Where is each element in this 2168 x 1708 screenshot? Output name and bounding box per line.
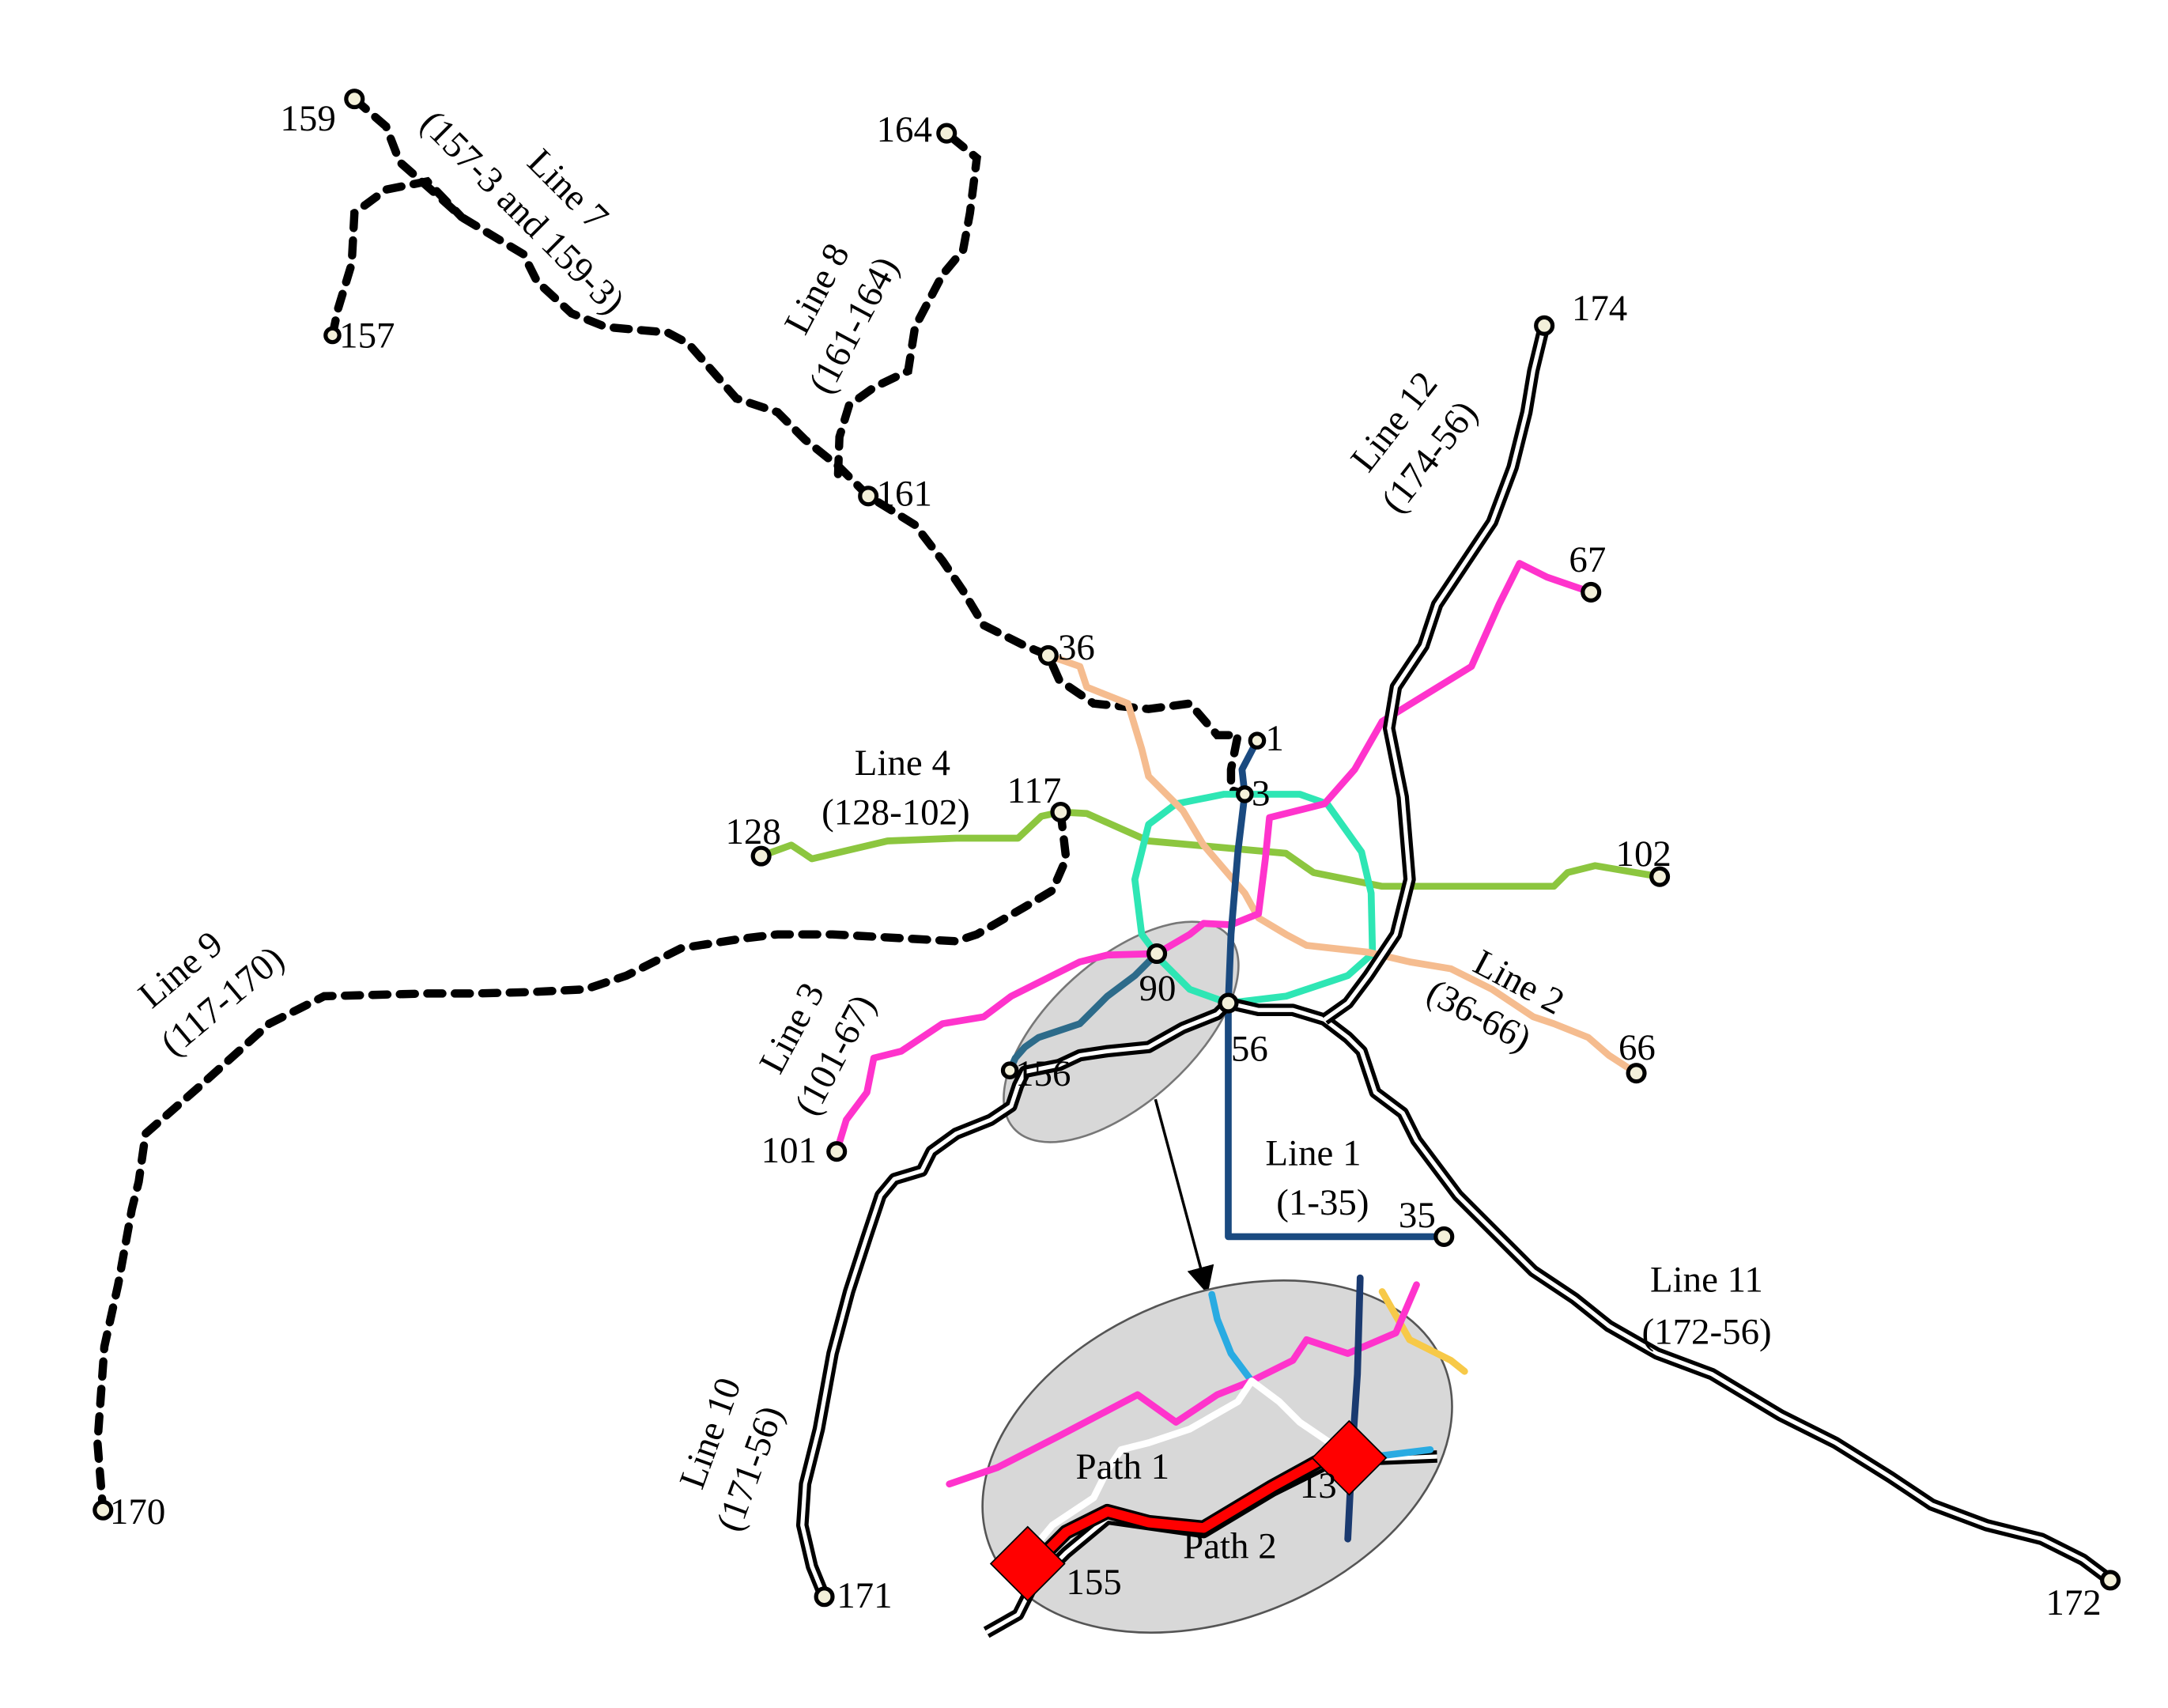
label-171: 171 xyxy=(837,1575,892,1616)
label-90: 90 xyxy=(1139,968,1177,1009)
station-155-label: 155 xyxy=(1066,1562,1121,1603)
line12-track-inner xyxy=(1323,325,1547,1022)
station-labels: 1 3 35 36 56 66 67 90 101 102 117 128 15… xyxy=(110,98,2102,1623)
detail-light-blue-line xyxy=(1208,1290,1256,1385)
line1-name: Line 1 xyxy=(1265,1133,1361,1174)
label-161: 161 xyxy=(877,473,932,514)
station-172[interactable] xyxy=(2100,1570,2121,1591)
detail-inset: Path 1 Path 2 155 13 xyxy=(946,1274,1468,1638)
label-174: 174 xyxy=(1572,288,1627,329)
label-3: 3 xyxy=(1252,773,1270,814)
line10-track-inner xyxy=(800,1001,1230,1598)
label-1: 1 xyxy=(1265,718,1283,759)
line8-track xyxy=(833,129,981,478)
label-164: 164 xyxy=(877,109,932,150)
detail-yellow-line xyxy=(1378,1288,1468,1375)
path1-route xyxy=(1028,1377,1338,1554)
label-117: 117 xyxy=(1007,770,1062,811)
line9-track xyxy=(93,807,1071,1514)
station-156[interactable] xyxy=(1000,1061,1019,1079)
label-159: 159 xyxy=(280,98,335,139)
station-66[interactable] xyxy=(1626,1063,1647,1084)
label-172: 172 xyxy=(2045,1582,2101,1623)
path1-label: Path 1 xyxy=(1076,1446,1170,1487)
station-161[interactable] xyxy=(858,486,879,507)
station-117[interactable] xyxy=(1050,801,1071,823)
station-13-marker[interactable] xyxy=(1311,1419,1388,1496)
label-128: 128 xyxy=(725,811,780,852)
station-157[interactable] xyxy=(323,326,342,345)
line-90-156-track xyxy=(1006,950,1161,1075)
detail-ellipse xyxy=(981,1279,1453,1634)
label-156: 156 xyxy=(1015,1053,1071,1094)
station-174[interactable] xyxy=(1534,315,1555,336)
line11-track-inner xyxy=(1227,1001,2112,1582)
line1-track xyxy=(1225,737,1448,1241)
station-171[interactable] xyxy=(814,1586,835,1608)
label-35: 35 xyxy=(1399,1195,1436,1236)
label-66: 66 xyxy=(1618,1027,1656,1068)
line11-range: (172-56) xyxy=(1642,1312,1772,1353)
station-155-marker[interactable] xyxy=(989,1525,1066,1602)
line4-name: Line 4 xyxy=(855,743,950,784)
label-101: 101 xyxy=(761,1130,817,1171)
line11-name: Line 11 xyxy=(1650,1259,1763,1300)
label-67: 67 xyxy=(1569,539,1606,580)
line4-range: (128-102) xyxy=(821,792,970,833)
line4-track xyxy=(757,808,1664,890)
station-170[interactable] xyxy=(93,1499,114,1521)
line1-range: (1-35) xyxy=(1276,1182,1369,1223)
station-1[interactable] xyxy=(1248,731,1267,750)
zoom-arrow xyxy=(1154,1098,1214,1294)
station-128[interactable] xyxy=(750,845,772,867)
station-164[interactable] xyxy=(936,123,957,144)
station-3[interactable] xyxy=(1236,785,1254,803)
path2-label: Path 2 xyxy=(1183,1526,1277,1567)
station-13-label: 13 xyxy=(1300,1465,1337,1506)
label-102: 102 xyxy=(1616,833,1671,875)
line2-track xyxy=(1044,652,1640,1077)
station-101[interactable] xyxy=(826,1141,848,1162)
line3-track xyxy=(833,560,1595,1155)
station-67[interactable] xyxy=(1581,581,1602,603)
station-90[interactable] xyxy=(1146,943,1168,965)
station-56[interactable] xyxy=(1218,992,1239,1014)
label-170: 170 xyxy=(110,1491,165,1532)
station-159[interactable] xyxy=(344,89,365,110)
stations xyxy=(93,89,2121,1608)
station-35[interactable] xyxy=(1433,1226,1455,1247)
detail-darkblue-line xyxy=(1344,1274,1364,1543)
label-36: 36 xyxy=(1058,627,1095,668)
label-157: 157 xyxy=(339,316,395,357)
line7-branch-157 xyxy=(328,176,466,340)
label-56: 56 xyxy=(1231,1029,1268,1070)
station-36[interactable] xyxy=(1037,644,1059,666)
line-labels: Line 1 (1-35) Line 2 (36-66) Line 3 (101… xyxy=(131,103,1772,1537)
station-102[interactable] xyxy=(1649,866,1671,887)
